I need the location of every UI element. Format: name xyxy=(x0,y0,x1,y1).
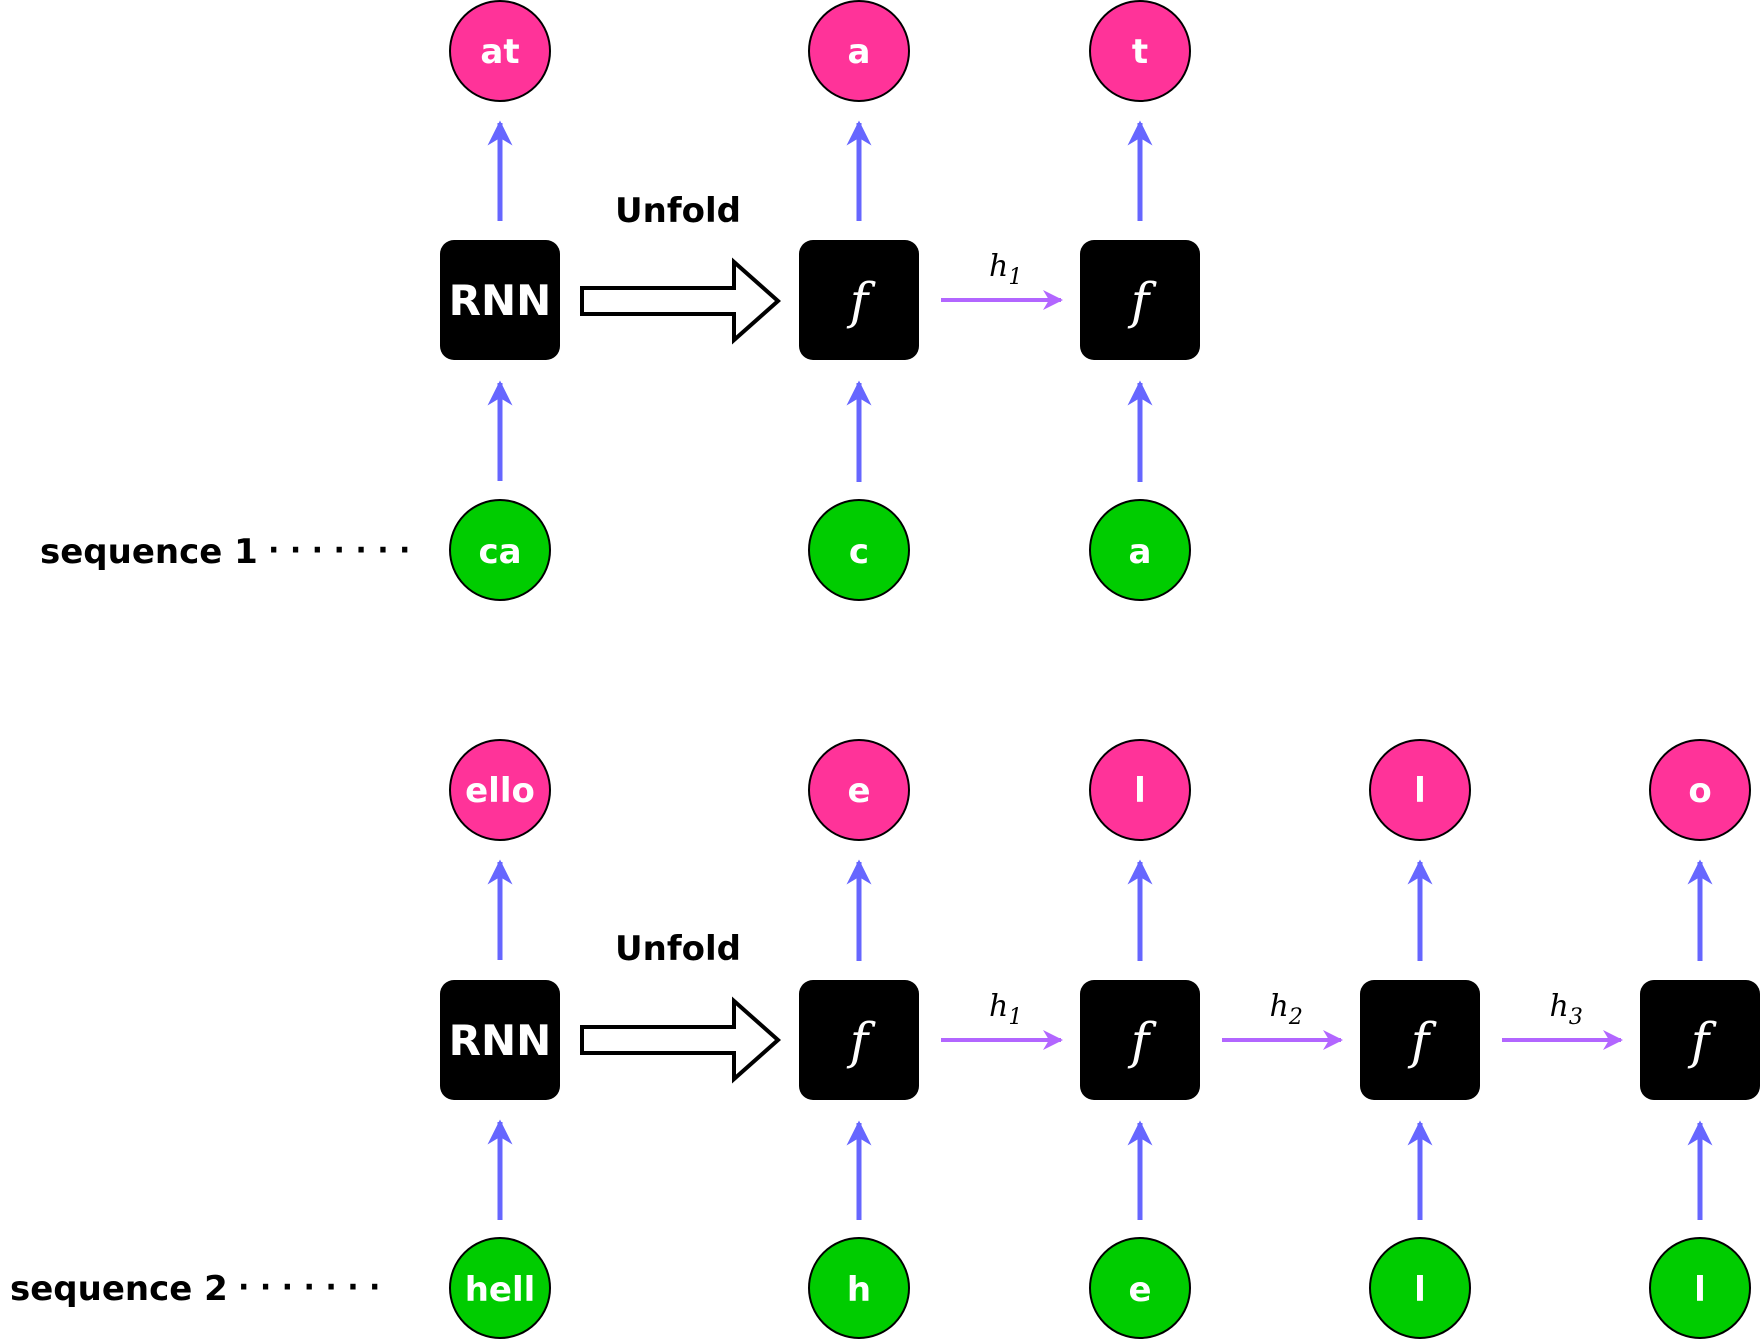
output-node: e xyxy=(808,739,910,841)
input-node-label: c xyxy=(849,532,869,572)
svg-text:RNN: RNN xyxy=(449,1016,552,1065)
output-node-label: t xyxy=(1132,32,1148,72)
sequence-1-steps: a f c h1 t f a xyxy=(799,0,1200,601)
svg-text:hell: hell xyxy=(465,1270,536,1310)
sequence-2-dots: · · · · · · · xyxy=(238,1270,380,1305)
sequence-2-steps: e f h h1 l f e h2 l f l h3 o f l xyxy=(799,739,1760,1339)
input-node-label: l xyxy=(1414,1270,1426,1310)
function-box: f xyxy=(799,240,919,360)
rnn-box: RNN xyxy=(440,980,560,1100)
input-node: l xyxy=(1649,1237,1751,1339)
unfold-arrow xyxy=(580,257,782,345)
input-node-label: h xyxy=(847,1270,871,1310)
output-node: l xyxy=(1369,739,1471,841)
input-node: c xyxy=(808,499,910,601)
unfolded-step: e f h h1 xyxy=(799,739,1063,1339)
input-node: h xyxy=(808,1237,910,1339)
output-node: o xyxy=(1649,739,1751,841)
svg-text:at: at xyxy=(480,32,519,72)
unfolded-step: l f l h3 xyxy=(1360,739,1623,1339)
input-node-label: e xyxy=(1128,1270,1151,1310)
sequence-1-dots: · · · · · · · xyxy=(268,533,410,568)
hidden-state-label: h3 xyxy=(1550,989,1583,1030)
svg-text:RNN: RNN xyxy=(449,276,552,325)
hidden-state-label: h1 xyxy=(989,249,1022,290)
svg-text:ello: ello xyxy=(465,771,535,811)
function-box: f xyxy=(1360,980,1480,1100)
hidden-state-label: h2 xyxy=(1270,989,1303,1030)
hidden-state-label: h1 xyxy=(989,989,1022,1030)
input-node: l xyxy=(1369,1237,1471,1339)
function-box: f xyxy=(799,980,919,1100)
input-node-label: l xyxy=(1694,1270,1706,1310)
unfold-label: Unfold xyxy=(615,929,741,969)
sequence-1-label: sequence 1 xyxy=(40,532,258,572)
output-node-label: l xyxy=(1134,771,1146,811)
function-box: f xyxy=(1080,980,1200,1100)
sequence-1-group: sequence 1 · · · · · · · at RNN ca Unfol… xyxy=(40,0,1200,601)
unfold-label: Unfold xyxy=(615,191,741,231)
input-node: e xyxy=(1089,1237,1191,1339)
output-node-label: e xyxy=(847,771,870,811)
unfolded-step: t f a xyxy=(1080,0,1200,601)
function-box: f xyxy=(1080,240,1200,360)
unfolded-step: o f l xyxy=(1640,739,1760,1339)
input-node: a xyxy=(1089,499,1191,601)
unfold-arrow xyxy=(580,996,782,1084)
rnn-output-node: at xyxy=(449,0,551,102)
function-box: f xyxy=(1640,980,1760,1100)
output-node: l xyxy=(1089,739,1191,841)
output-node-label: l xyxy=(1414,771,1426,811)
unfolded-step: l f e h2 xyxy=(1080,739,1343,1339)
sequence-2-label: sequence 2 xyxy=(10,1269,228,1309)
output-node-label: a xyxy=(848,32,871,72)
input-node-label: a xyxy=(1129,532,1152,572)
output-node-label: o xyxy=(1688,771,1711,811)
sequence-2-group: sequence 2 · · · · · · · ello RNN hell U… xyxy=(10,739,1760,1339)
output-node: t xyxy=(1089,0,1191,102)
svg-text:ca: ca xyxy=(478,532,521,572)
unfolded-step: a f c h1 xyxy=(799,0,1063,601)
rnn-input-node: hell xyxy=(449,1237,551,1339)
rnn-box: RNN xyxy=(440,240,560,360)
rnn-output-node: ello xyxy=(449,739,551,841)
rnn-input-node: ca xyxy=(449,499,551,601)
output-node: a xyxy=(808,0,910,102)
